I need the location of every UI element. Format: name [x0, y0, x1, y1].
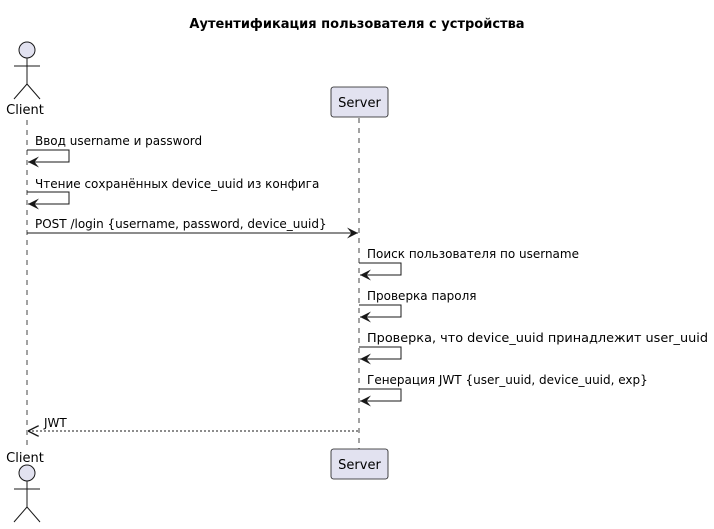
participant-server-top: Server [330, 86, 389, 118]
message-label: Поиск пользователя по username [367, 247, 579, 261]
participant-box [330, 448, 389, 480]
message-label: POST /login {username, password, device_… [35, 217, 327, 231]
message-self-client: Чтение сохранённых device_uuid из конфиг… [27, 177, 319, 210]
actor-client-top: Client [6, 41, 44, 118]
message-label: Чтение сохранённых device_uuid из конфиг… [35, 177, 319, 191]
message-self-server: Поиск пользователя по username [359, 247, 579, 281]
stick-figure-icon [13, 464, 41, 523]
message-server-to-client: JWT [28, 416, 358, 431]
actor-client-bottom: Client [6, 451, 44, 523]
diagram-title: Аутентификация пользователя с устройства [189, 17, 524, 32]
message-client-to-server: POST /login {username, password, device_… [27, 217, 358, 239]
message-self-server: Проверка, что device_uuid принадлежит us… [359, 331, 708, 365]
participant-box [330, 86, 389, 118]
message-self-client: Ввод username и password [27, 134, 202, 168]
participant-server-bottom: Server [330, 448, 389, 480]
message-label: Проверка, что device_uuid принадлежит us… [367, 331, 708, 345]
message-arrow [27, 191, 70, 210]
message-arrow [359, 388, 402, 407]
message-label: Ввод username и password [35, 134, 202, 148]
participant-label: Server [338, 96, 381, 111]
message-label: Проверка пароля [367, 289, 477, 303]
message-self-server: Генерация JWT {user_uuid, device_uuid, e… [359, 373, 648, 407]
actor-label: Client [6, 103, 44, 118]
message-label: Генерация JWT {user_uuid, device_uuid, e… [367, 373, 648, 387]
actor-label: Client [6, 451, 44, 466]
stick-figure-icon [13, 41, 41, 100]
message-self-server: Проверка пароля [359, 289, 477, 323]
message-arrow [27, 149, 70, 168]
participant-label: Server [338, 458, 381, 473]
message-arrow [359, 304, 402, 323]
message-label: JWT [43, 416, 67, 430]
message-arrow [359, 346, 402, 365]
message-arrow [359, 262, 402, 281]
